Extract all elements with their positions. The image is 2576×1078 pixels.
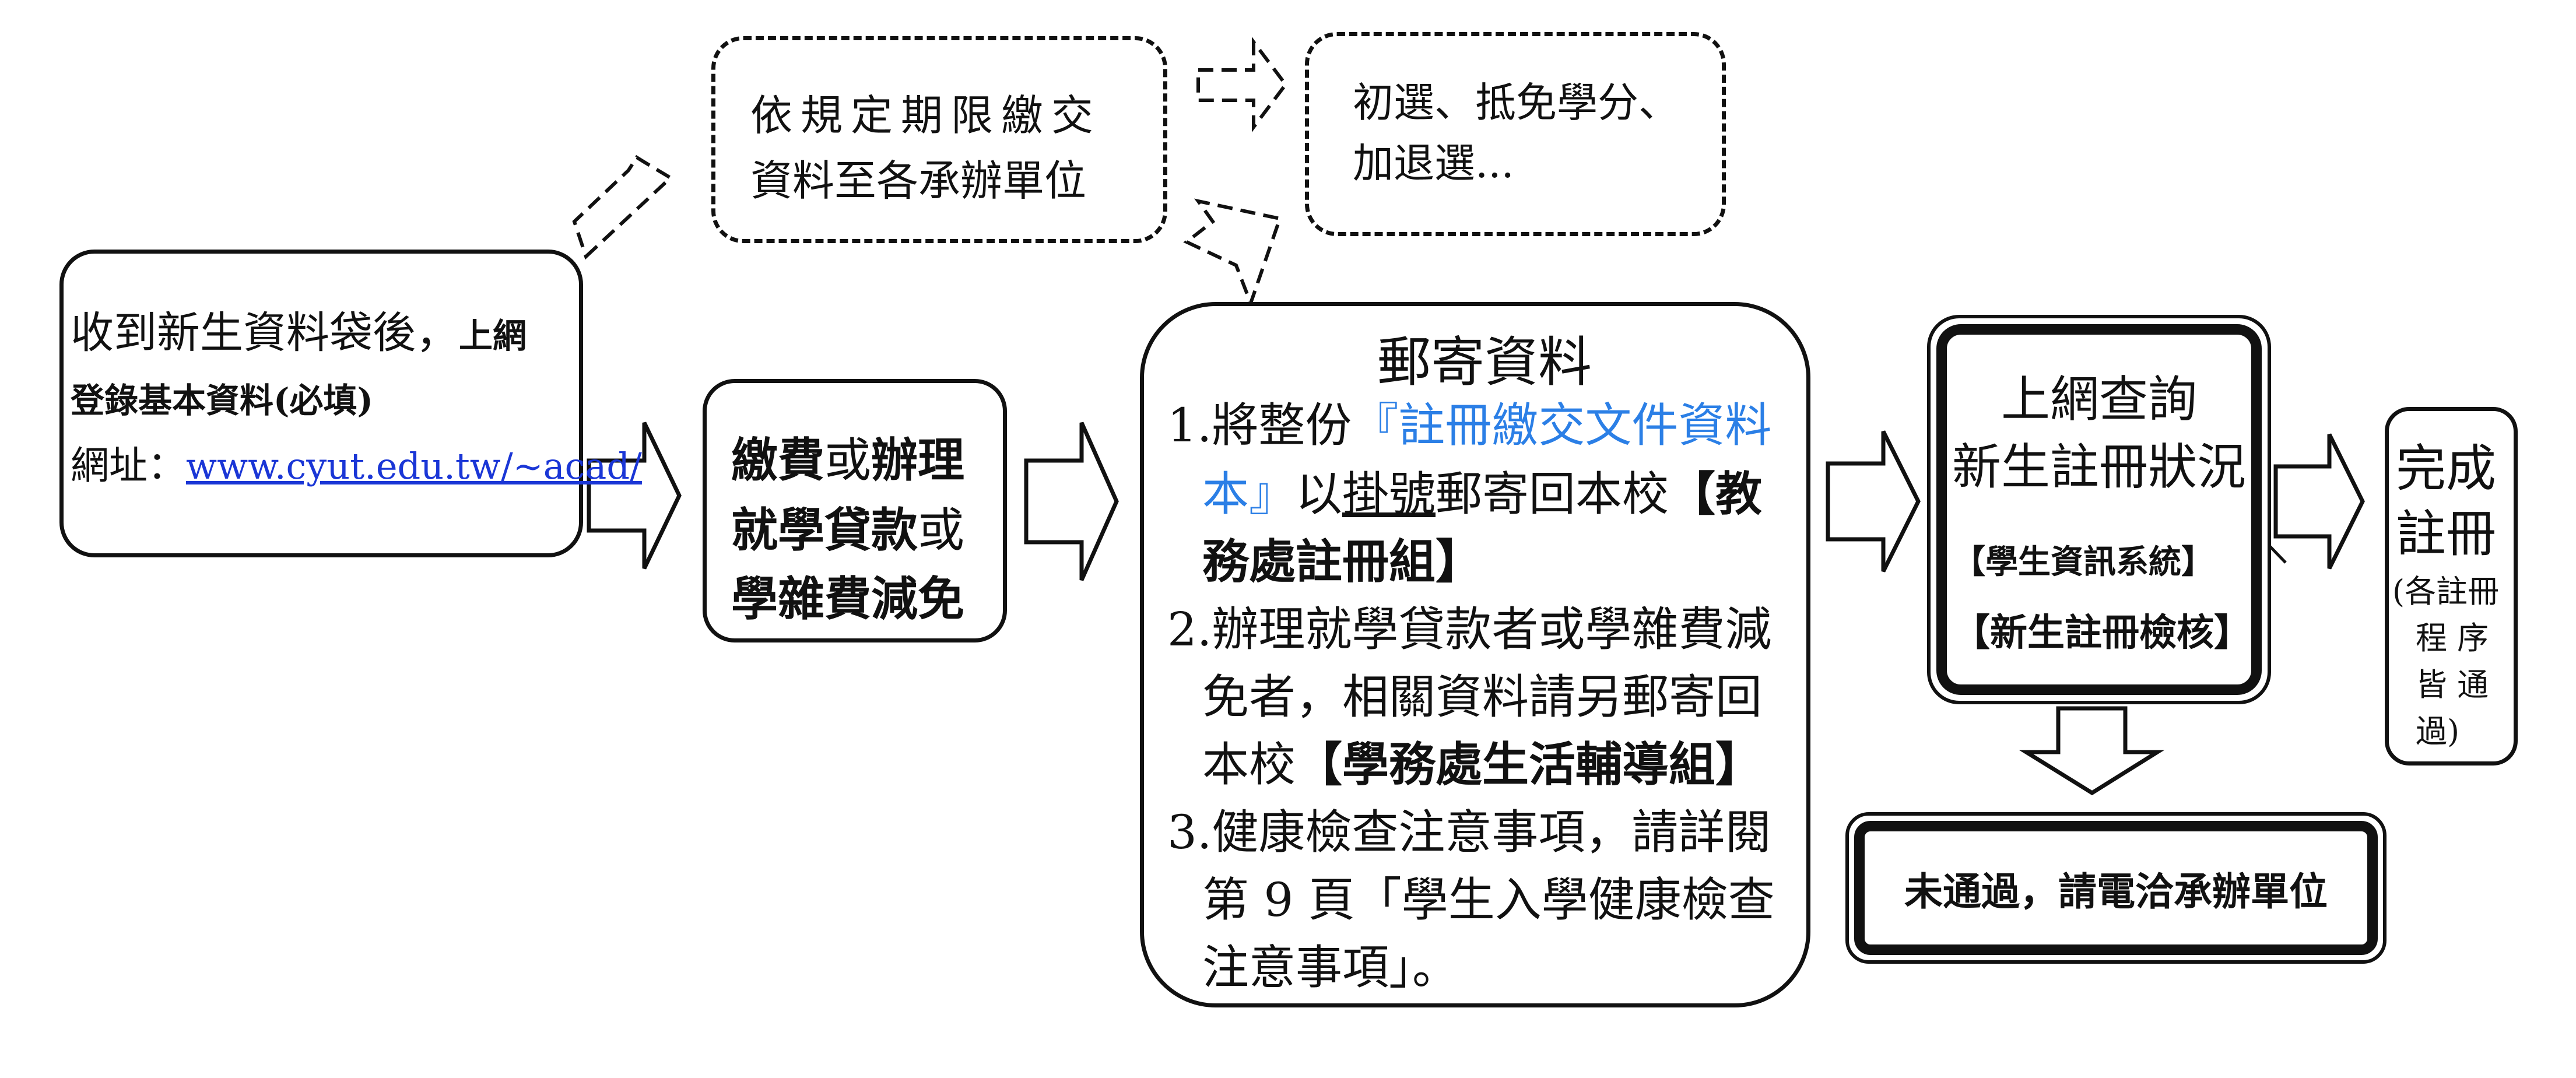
query-line2: 新生註冊狀況 [1952, 438, 2246, 496]
mailing-item1-line1: 1.將整份『註冊繳交文件資料 [1167, 398, 1772, 452]
arrow-intake-to-deadline [572, 154, 673, 260]
fail-box: 未通過，請電洽承辦單位 [1845, 812, 2387, 964]
mailing-title: 郵寄資料 [1377, 331, 1592, 394]
complete-note1: (各註冊 [2392, 573, 2500, 610]
intake-box: 收到新生資料袋後，上網 登錄基本資料(必填) 網址：www.cyut.edu.t… [59, 250, 642, 557]
mailing-item2-line1: 2.辦理就學貸款者或學雜費減 [1167, 602, 1772, 656]
arrow-payment-to-mailing [1024, 422, 1119, 581]
payment-line3: 學雜費減免 [731, 571, 964, 626]
query-check-link[interactable]: 【新生註冊檢核】 [1953, 611, 2251, 655]
query-box: 上網查詢 新生註冊狀況 【學生資訊系統】 【新生註冊檢核】 [1927, 315, 2271, 704]
query-system-link[interactable]: 【學生資訊系統】 [1953, 543, 2214, 581]
complete-line1: 完成 [2396, 440, 2496, 498]
mailing-item2-line3: 本校【學務處生活輔導組】 [1202, 737, 1762, 792]
mailing-item3-line1: 3.健康檢查注意事項，請詳閱 [1167, 805, 1772, 859]
complete-note2: 程 序 [2416, 620, 2489, 656]
payment-box: 繳費或辦理 就學貸款或 學雜費減免 [703, 379, 1007, 642]
deadline-box: 依規定期限繳交 資料至各承辦單位 [711, 36, 1167, 243]
intake-url-link[interactable]: www.cyut.edu.tw/~acad/ [186, 445, 642, 487]
arrow-mailing-to-query [1826, 430, 1921, 573]
arrow-intake-to-payment [587, 422, 682, 570]
deadline-line2: 資料至各承辦單位 [750, 156, 1087, 205]
mailing-item1-line3: 務處註冊組】 [1202, 534, 1482, 589]
deadline-line1: 依規定期限繳交 [750, 91, 1102, 140]
complete-note4: 過) [2416, 713, 2460, 750]
query-line1: 上網查詢 [2001, 371, 2197, 428]
fail-box-inner: 未通過，請電洽承辦單位 [1854, 821, 2378, 955]
preselect-box: 初選、抵免學分、 加退選... [1305, 32, 1726, 236]
complete-note3: 皆 通 [2416, 666, 2489, 703]
arrow-query-to-fail [2019, 706, 2165, 796]
mailing-item2-line2: 免者，相關資料請另郵寄回 [1202, 670, 1762, 724]
payment-line1: 繳費或辦理 [731, 433, 964, 487]
complete-box: 完成 註冊 (各註冊 程 序 皆 通 過) [2385, 407, 2518, 766]
preselect-line1: 初選、抵免學分、 [1353, 79, 1679, 127]
preselect-line2: 加退選... [1353, 139, 1514, 187]
mailing-item3-line3: 注意事項」。 [1202, 940, 1459, 995]
complete-line2: 註冊 [2396, 505, 2496, 563]
fail-label: 未通過，請電洽承辦單位 [1904, 869, 2328, 914]
query-box-inner: 上網查詢 新生註冊狀況 【學生資訊系統】 【新生註冊檢核】 [1936, 324, 2262, 695]
intake-url-line: 網址：www.cyut.edu.tw/~acad/ [71, 443, 642, 488]
arrow-deadline-to-preselect [1196, 37, 1288, 132]
payment-line2: 就學貸款或 [731, 503, 964, 557]
mailing-item3-line2: 第 9 頁「學生入學健康檢查 [1202, 873, 1775, 927]
mailing-item1-line2: 本』以掛號郵寄回本校【教 [1202, 466, 1762, 521]
arrow-query-to-complete [2273, 433, 2365, 570]
intake-line1: 收到新生資料袋後，上網 [71, 308, 527, 358]
intake-line2: 登錄基本資料(必填) [71, 381, 373, 420]
arrow-mailing-to-preselect [1183, 198, 1282, 308]
mailing-box: 郵寄資料 1.將整份『註冊繳交文件資料 本』以掛號郵寄回本校【教 務處註冊組】 … [1140, 302, 1810, 1007]
